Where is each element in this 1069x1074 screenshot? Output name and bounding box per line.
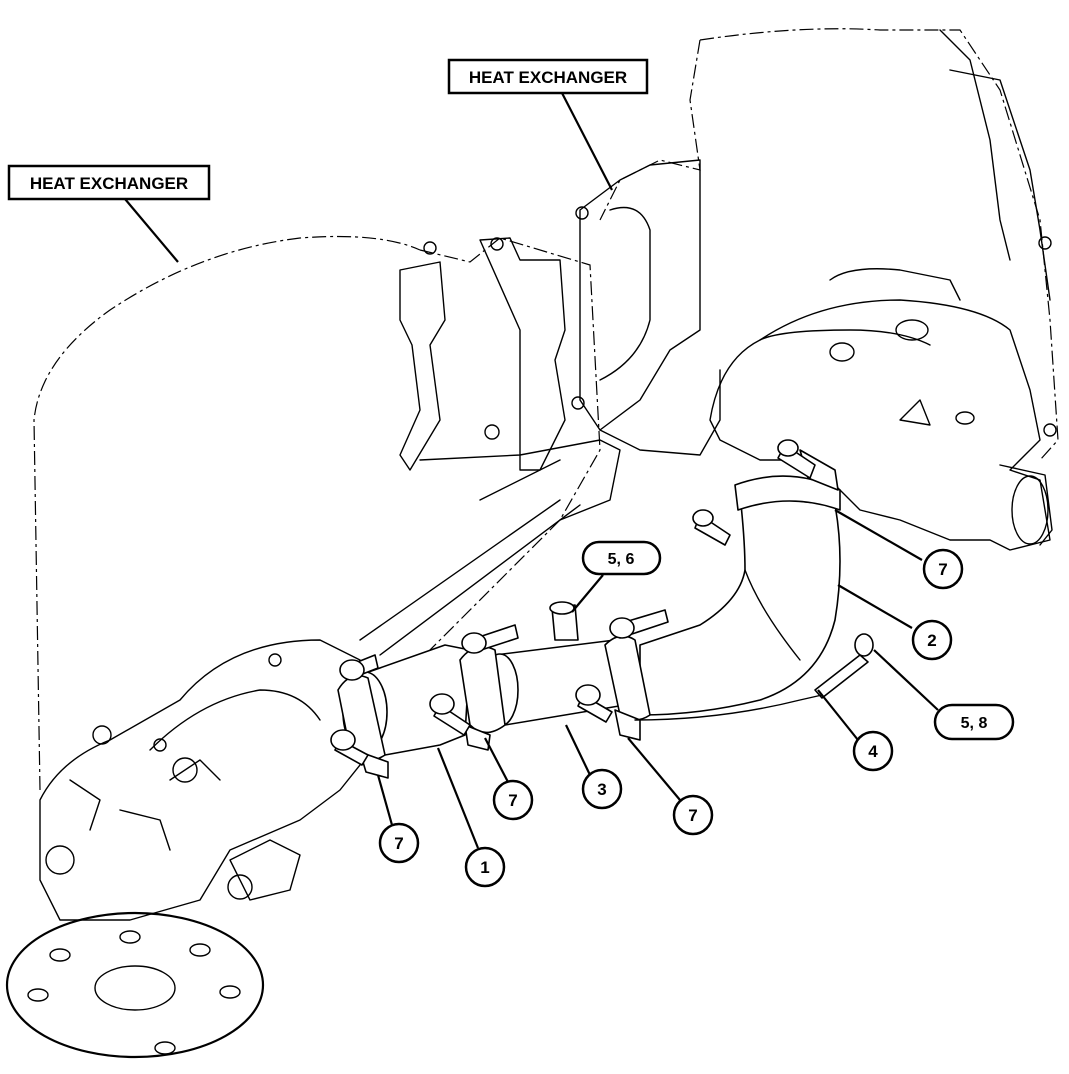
svg-text:5, 6: 5, 6 — [608, 551, 635, 568]
svg-text:HEAT EXCHANGER: HEAT EXCHANGER — [469, 68, 627, 87]
svg-text:HEAT EXCHANGER: HEAT EXCHANGER — [30, 174, 188, 193]
inlet-flange — [5, 911, 265, 1059]
heat-exchanger-label-left: HEAT EXCHANGER — [7, 164, 211, 201]
callout-5-8: 5, 8 — [933, 703, 1015, 741]
callout-1: 1 — [464, 846, 506, 888]
callout-2: 2 — [911, 619, 953, 661]
hose-4 — [634, 633, 874, 721]
svg-text:2: 2 — [927, 631, 936, 650]
callout-7-lower-right: 7 — [672, 794, 714, 836]
svg-text:1: 1 — [480, 858, 489, 877]
leader-lines — [124, 92, 939, 849]
left-heat-exchanger-body — [33, 235, 621, 791]
bolts — [330, 439, 816, 766]
clamp-upper-right — [734, 449, 841, 511]
callout-5-6: 5, 6 — [581, 540, 662, 576]
svg-text:7: 7 — [394, 834, 403, 853]
callout-4: 4 — [852, 730, 894, 772]
svg-text:5, 8: 5, 8 — [961, 715, 988, 732]
svg-text:3: 3 — [597, 780, 606, 799]
callout-7-middle: 7 — [492, 779, 534, 821]
callout-7-left: 7 — [378, 822, 420, 864]
elbow-tube — [639, 494, 841, 716]
svg-text:7: 7 — [938, 560, 947, 579]
callout-7-upper-right: 7 — [922, 548, 964, 590]
outlet-housing — [709, 268, 1053, 551]
svg-text:4: 4 — [868, 742, 878, 761]
heat-exchanger-label-top: HEAT EXCHANGER — [447, 58, 649, 95]
right-heat-exchanger-body — [571, 28, 1059, 461]
callout-3: 3 — [581, 768, 623, 810]
clamp-middle-right — [604, 635, 651, 741]
svg-text:7: 7 — [688, 806, 697, 825]
svg-text:7: 7 — [508, 791, 517, 810]
inlet-housing — [39, 639, 381, 921]
